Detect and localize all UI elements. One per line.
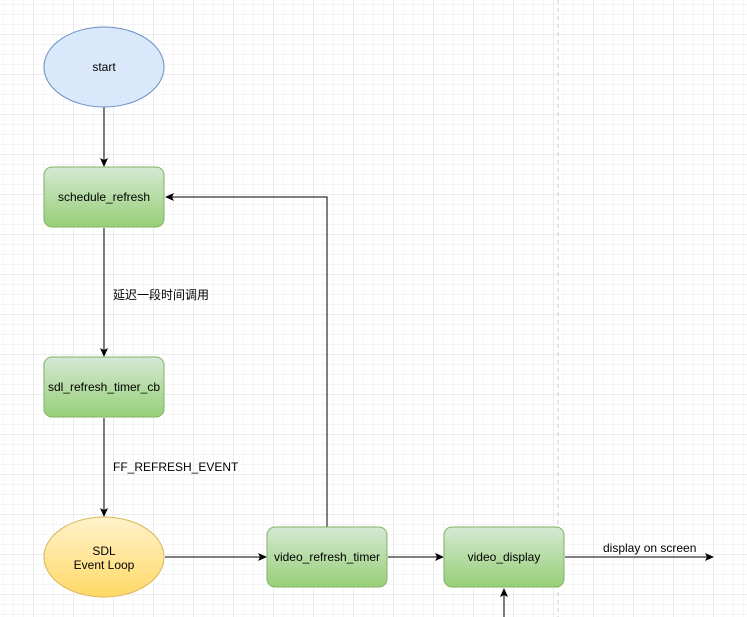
edge-video-refresh-timer-to-schedule-refresh: [165, 193, 328, 527]
node-sdl-refresh-timer-cb[interactable]: sdl_refresh_timer_cb: [43, 356, 165, 418]
video-display-box: [443, 526, 565, 588]
video-display-label: video_display: [468, 550, 541, 564]
node-start[interactable]: start: [43, 26, 165, 108]
edge-label-ff-refresh-event: FF_REFRESH_EVENT: [113, 460, 239, 474]
event-loop-ellipse: [43, 516, 165, 598]
event-loop-label-line2: Event Loop: [74, 558, 135, 572]
video-refresh-timer-box: [266, 526, 388, 588]
schedule-refresh-label: schedule_refresh: [58, 190, 150, 204]
node-event-loop[interactable]: SDL Event Loop: [43, 516, 165, 598]
edge-label-display-on-screen: display on screen: [603, 541, 696, 555]
sdl-refresh-timer-cb-box: [43, 356, 165, 418]
sdl-refresh-timer-cb-label: sdl_refresh_timer_cb: [48, 380, 160, 394]
node-video-refresh-timer[interactable]: video_refresh_timer: [266, 526, 388, 588]
start-ellipse: [43, 26, 165, 108]
edge-label-delay-call: 延迟一段时间调用: [113, 287, 209, 302]
schedule-refresh-box: [43, 166, 165, 228]
node-schedule-refresh[interactable]: schedule_refresh: [43, 166, 165, 228]
node-video-display[interactable]: video_display: [443, 526, 565, 588]
video-refresh-timer-label: video_refresh_timer: [274, 550, 380, 564]
event-loop-label-line1: SDL: [92, 544, 116, 558]
start-label: start: [92, 60, 116, 74]
